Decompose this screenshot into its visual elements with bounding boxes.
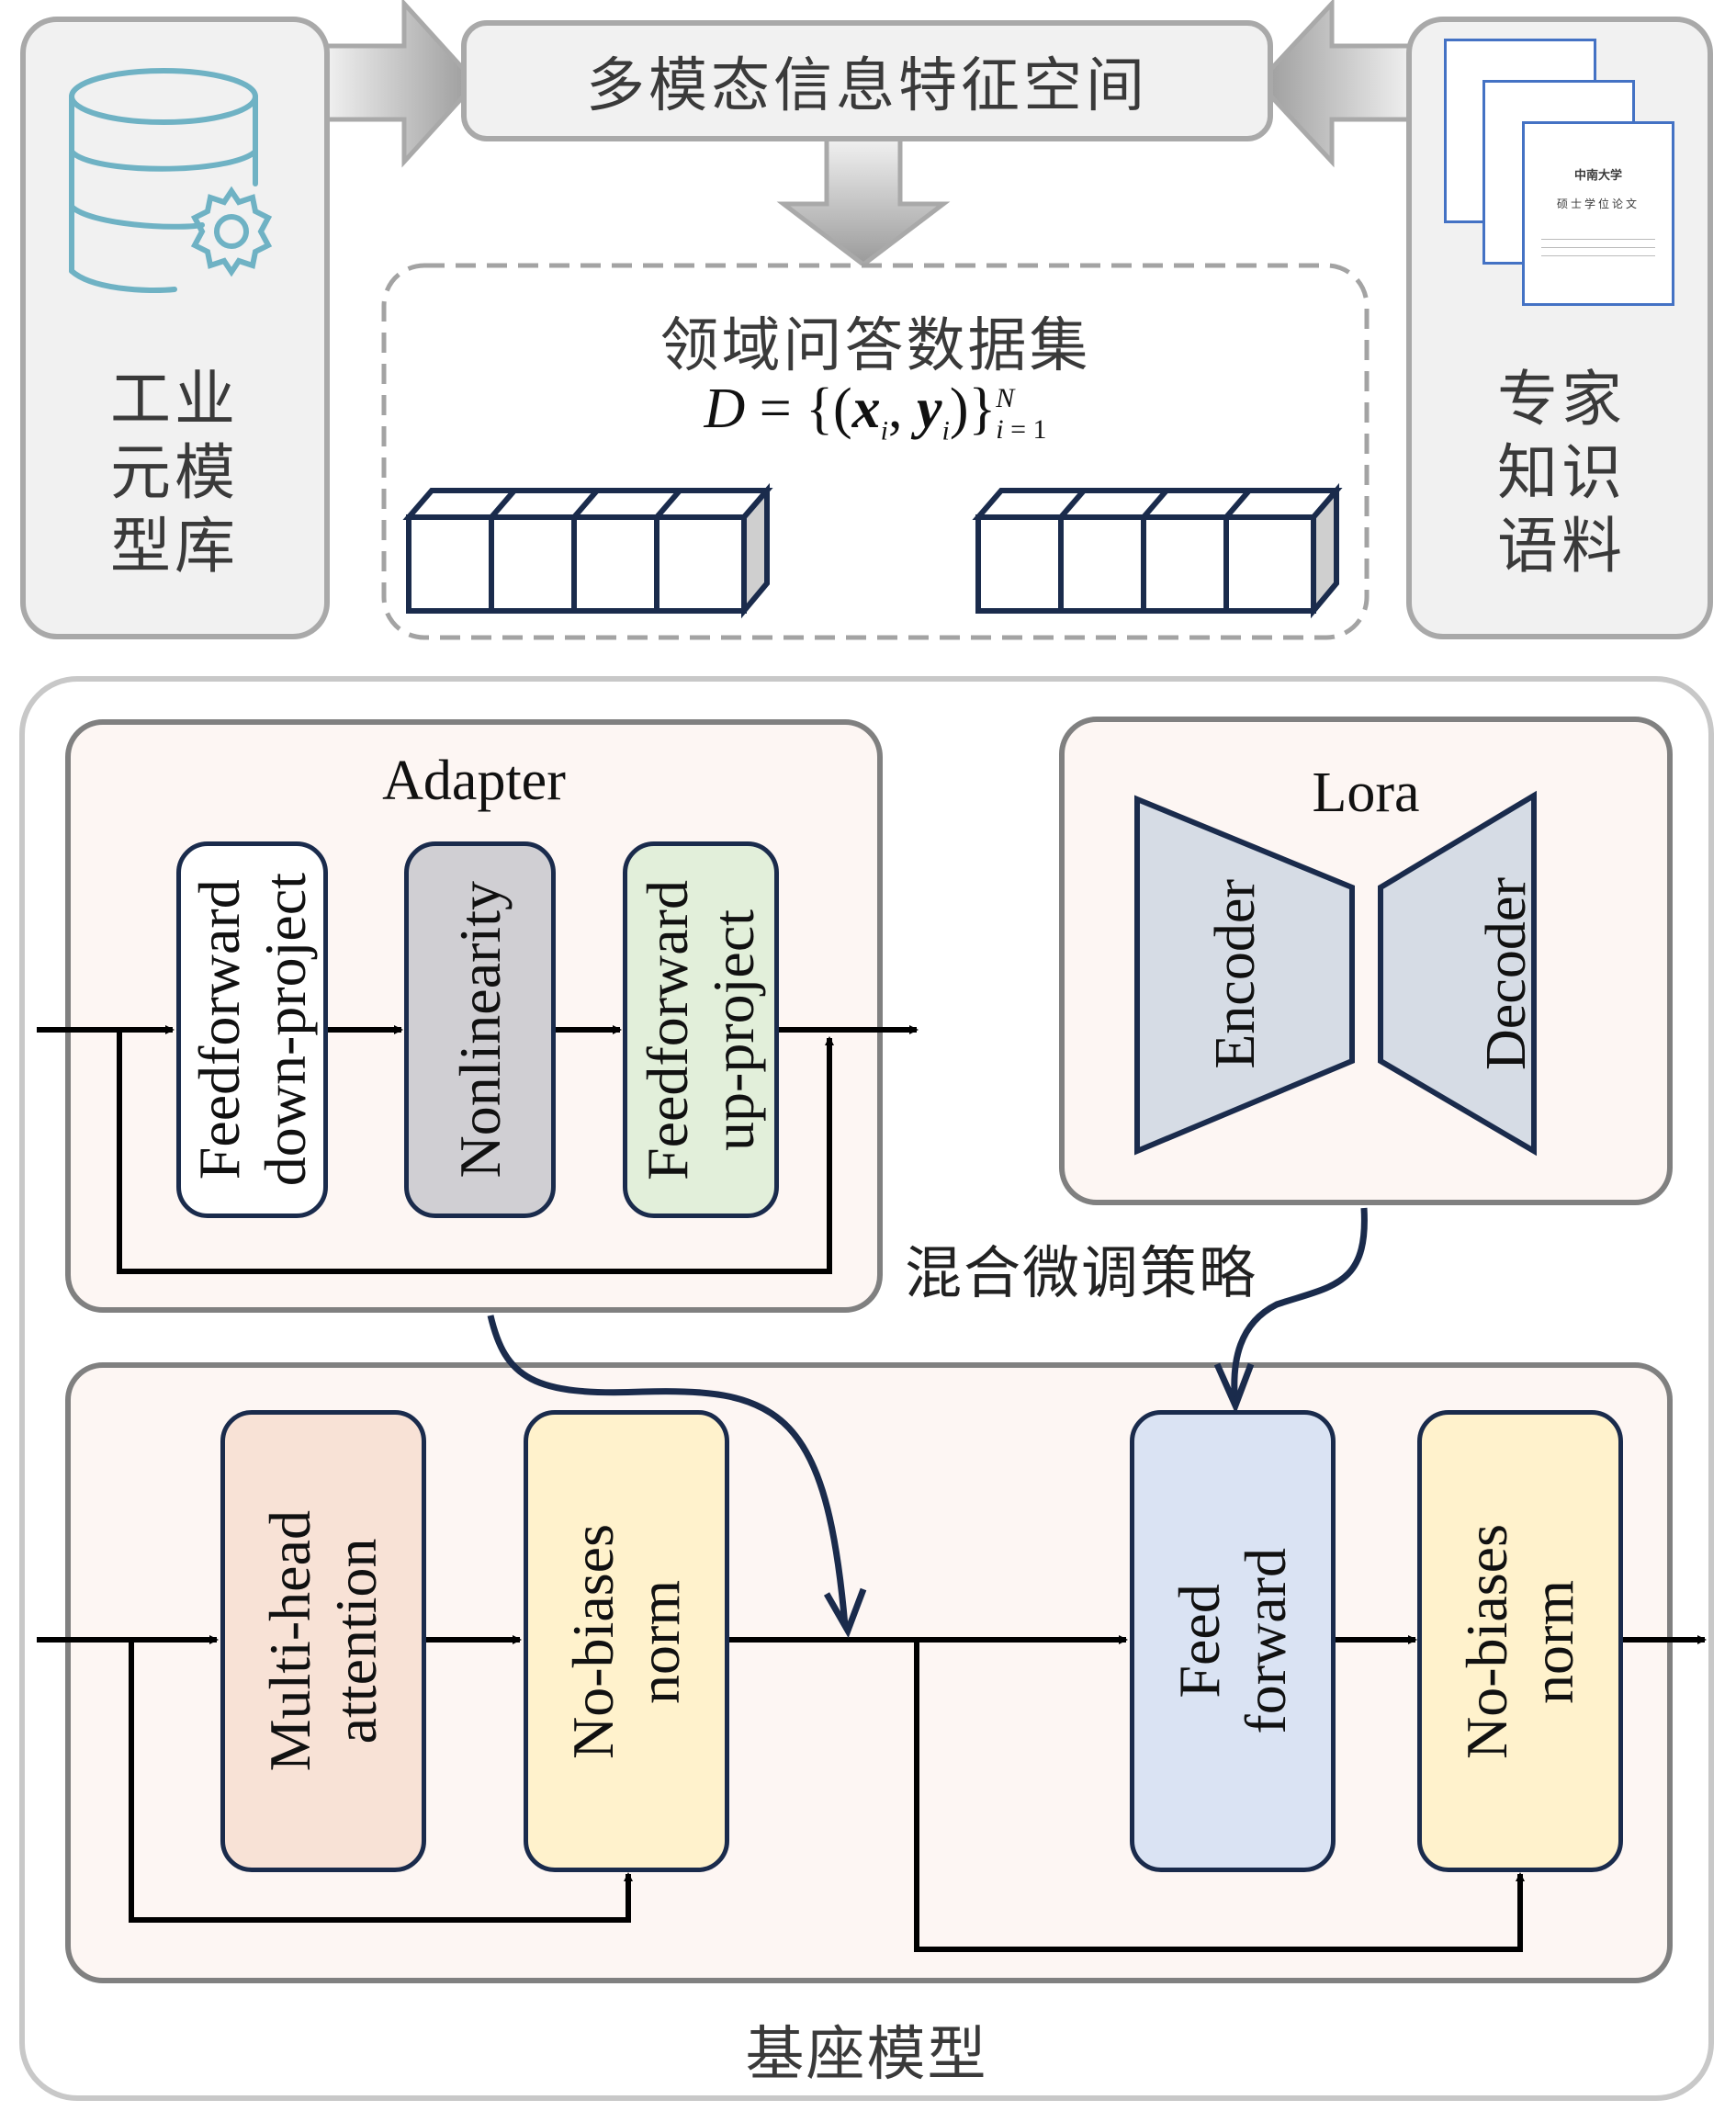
- adapter-title: Adapter: [382, 750, 566, 812]
- lora-encoder-shape: [1134, 795, 1355, 1156]
- adapter-block-up-project-label: Feedforward up-project: [635, 879, 766, 1180]
- base-block-norm-1: No-biases norm: [524, 1410, 729, 1872]
- lora-title: Lora: [1312, 762, 1420, 824]
- base-block-norm-1-label: No-biases norm: [560, 1523, 692, 1759]
- arrow-left-to-feature-space: [321, 0, 479, 168]
- base-block-multi-head-attention-label: Multi-head attention: [257, 1510, 389, 1772]
- doc-cover-subtitle: 硕士学位论文: [1556, 198, 1640, 210]
- feature-space-box: 多模态信息特征空间: [461, 20, 1273, 141]
- thesis-document-stack-icon: 中南大学 硕士学位论文: [1444, 39, 1692, 314]
- doc-cover-title: 中南大学: [1573, 169, 1622, 183]
- dataset-title: 领域问答数据集: [659, 312, 1091, 380]
- arrow-feature-space-to-dataset: [776, 135, 951, 268]
- lora-injection-arrowhead: [1213, 1362, 1255, 1415]
- industrial-model-library-label: 工业 元模 型库: [110, 364, 239, 581]
- expert-corpus-label: 专家 知识 语料: [1497, 364, 1626, 581]
- token-sequence-right: [972, 482, 1343, 619]
- base-model-connectors: [37, 1635, 1707, 1952]
- lora-injection-arrow: [1231, 1207, 1368, 1406]
- base-block-norm-2-label: No-biases norm: [1454, 1523, 1585, 1759]
- base-model-label: 基座模型: [745, 2021, 988, 2089]
- adapter-block-nonlinearity-label: Nonlinearity: [446, 881, 513, 1179]
- adapter-block-down-project-label: Feedforward down-project: [186, 873, 318, 1187]
- adapter-connectors: [37, 1025, 919, 1274]
- adapter-block-down-project: Feedforward down-project: [176, 841, 328, 1218]
- arrow-right-to-feature-space: [1255, 0, 1417, 168]
- token-sequence-left: [402, 482, 773, 619]
- lora-decoder-label: Decoder: [1474, 877, 1538, 1070]
- base-block-feed-forward-label: Feed forward: [1167, 1548, 1298, 1734]
- adapter-injection-arrow: [487, 1315, 849, 1627]
- adapter-block-up-project: Feedforward up-project: [623, 841, 779, 1218]
- adapter-block-nonlinearity: Nonlinearity: [404, 841, 556, 1218]
- lora-decoder-shape: [1378, 790, 1537, 1157]
- database-gear-icon: [69, 68, 273, 293]
- lora-encoder-label: Encoder: [1203, 878, 1267, 1069]
- base-block-norm-2: No-biases norm: [1417, 1410, 1623, 1872]
- feature-space-label: 多模态信息特征空间: [586, 52, 1148, 120]
- base-block-multi-head-attention: Multi-head attention: [220, 1410, 426, 1872]
- adapter-injection-arrowhead: [823, 1587, 867, 1639]
- base-block-feed-forward: Feed forward: [1130, 1410, 1336, 1872]
- hybrid-finetune-strategy-label: 混合微调策略: [905, 1239, 1258, 1306]
